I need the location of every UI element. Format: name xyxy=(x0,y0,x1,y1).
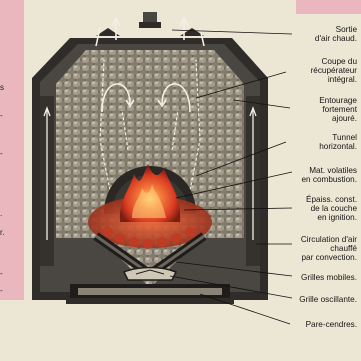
oscillating-grate xyxy=(124,268,176,281)
label-air-circulation: Circulation d'air chauffé par convection… xyxy=(301,235,357,262)
label-volatile-matter: Mat. volatiles en combustion. xyxy=(301,166,357,184)
label-layer-thickness: Épaiss. const. de la couche en ignition. xyxy=(306,195,357,222)
label-air-outlet: Sortie d'air chaud. xyxy=(315,25,357,43)
label-section-cut: Coupe du récupérateur intégral. xyxy=(311,57,357,84)
label-ash-guard: Pare-cendres. xyxy=(306,320,357,329)
label-oscillating-grate: Grille oscillante. xyxy=(299,295,357,304)
label-mobile-grates: Grilles mobiles. xyxy=(301,273,357,282)
label-openwork-surround: Entourage fortement ajouré. xyxy=(319,96,357,123)
label-horizontal-tunnel: Tunnel horizontal. xyxy=(319,133,357,151)
